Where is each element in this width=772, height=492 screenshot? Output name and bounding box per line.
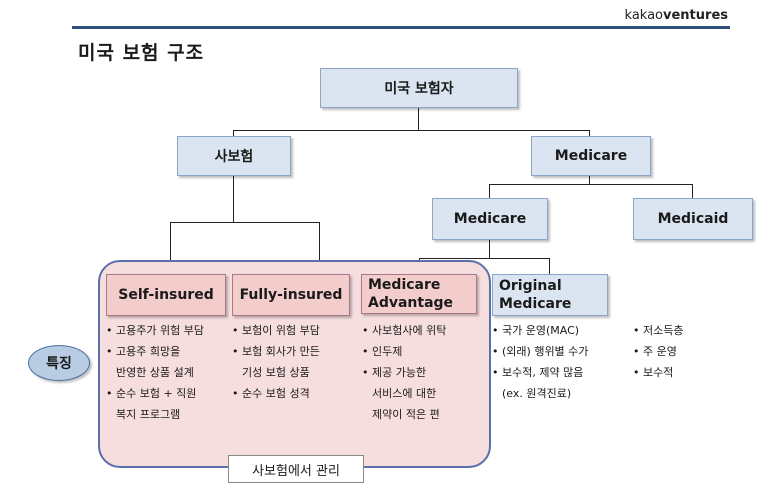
feature-item: 보수적, 제약 많음 [492, 362, 588, 383]
connector [589, 174, 590, 184]
node-private-insurance: 사보험 [177, 136, 291, 176]
header-rule [72, 26, 730, 29]
node-us-insurer: 미국 보험자 [320, 68, 518, 108]
feature-item: 반영한 상품 설계 [116, 366, 194, 379]
feature-item: 제약이 적은 편 [372, 408, 440, 421]
feature-item: 보수적 [633, 362, 683, 383]
connector [692, 184, 693, 198]
connector [489, 184, 490, 198]
connector [170, 222, 171, 274]
feature-item: 순수 보험 + 직원 [106, 383, 204, 404]
feature-item: (외래) 행위별 수가 [492, 341, 588, 362]
feature-item: 인두제 [362, 341, 446, 362]
connector [549, 258, 550, 274]
feature-item: 제공 가능한 [362, 362, 446, 383]
original-medicare-features: 국가 운영(MAC) (외래) 행위별 수가 보수적, 제약 많음 (ex. 원… [492, 320, 588, 404]
feature-item: 보험 회사가 만든 [232, 341, 320, 362]
node-fully-insured: Fully-insured [232, 274, 350, 316]
feature-item: 저소득층 [633, 320, 683, 341]
connector [319, 222, 320, 274]
page-title: 미국 보험 구조 [78, 42, 205, 64]
feature-item: 서비스에 대한 [372, 387, 437, 400]
feature-item: 주 운영 [633, 341, 683, 362]
connector [233, 176, 234, 222]
connector [233, 130, 590, 131]
node-medicaid: Medicaid [633, 198, 753, 240]
fully-insured-features: 보험이 위험 부담 보험 회사가 만든 기성 보험 상품 순수 보험 성격 [232, 320, 320, 404]
connector [489, 240, 490, 258]
feature-item: 국가 운영(MAC) [492, 320, 588, 341]
connector [589, 130, 590, 136]
feature-item: 사보험사에 위탁 [362, 320, 446, 341]
feature-item: 고용주 희망을 [106, 341, 204, 362]
connector [170, 222, 320, 223]
feature-item: 보험이 위험 부담 [232, 320, 320, 341]
feature-item: 복지 프로그램 [116, 408, 181, 421]
self-insured-features: 고용주가 위험 부담 고용주 희망을 반영한 상품 설계 순수 보험 + 직원 … [106, 320, 204, 425]
node-original-medicare: Original Medicare [492, 274, 608, 316]
brand-logo: kakaoventures [624, 8, 728, 23]
node-medicare-advantage: Medicare Advantage [361, 274, 477, 314]
feature-item: 순수 보험 성격 [232, 383, 320, 404]
connector [418, 106, 419, 130]
node-medicare-sub: Medicare [432, 198, 548, 240]
group-label: 사보험에서 관리 [228, 455, 364, 483]
node-medicare: Medicare [531, 136, 651, 176]
node-self-insured: Self-insured [106, 274, 226, 316]
features-label: 특징 [28, 345, 90, 381]
connector [489, 184, 693, 185]
connector [419, 258, 550, 259]
connector [233, 130, 234, 136]
feature-item: (ex. 원격진료) [502, 387, 572, 400]
feature-item: 기성 보험 상품 [242, 366, 310, 379]
medicare-advantage-features: 사보험사에 위탁 인두제 제공 가능한 서비스에 대한 제약이 적은 편 [362, 320, 446, 425]
feature-item: 고용주가 위험 부담 [106, 320, 204, 341]
medicaid-features: 저소득층 주 운영 보수적 [633, 320, 683, 383]
